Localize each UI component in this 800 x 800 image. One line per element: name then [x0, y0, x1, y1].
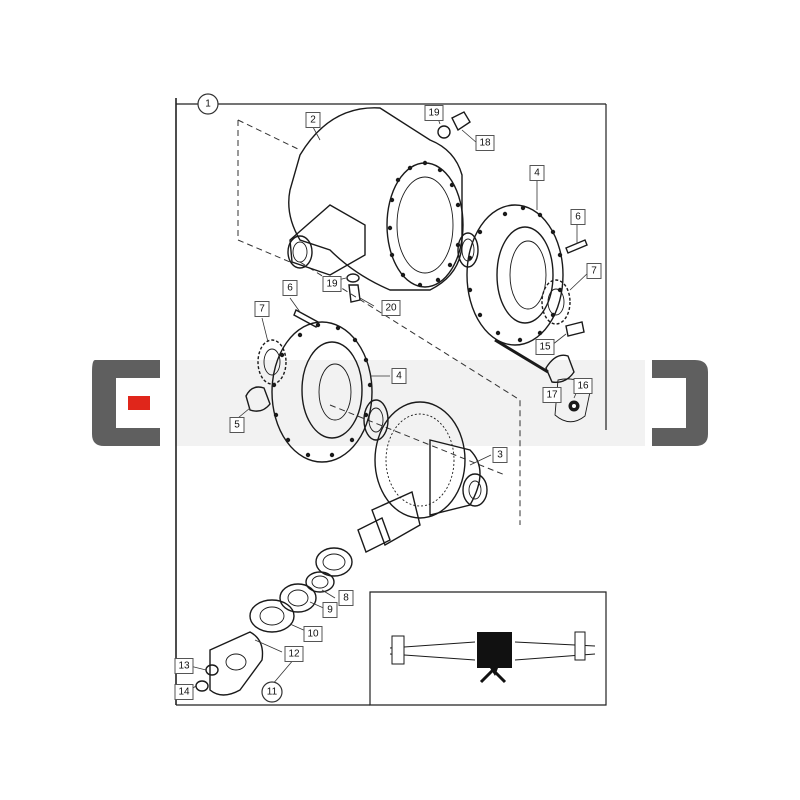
- callout-box: [542, 387, 562, 403]
- callout-box: [284, 646, 304, 662]
- lock-plate-left: [245, 386, 271, 412]
- callout-label: 8: [343, 593, 349, 604]
- callout-label: 2: [310, 115, 316, 126]
- drive-pinion: [357, 491, 421, 553]
- callout-c7b: 7: [254, 301, 270, 317]
- callout-c19b: 19: [322, 276, 342, 292]
- callout-box: [529, 165, 545, 181]
- callout-c4b: 4: [391, 368, 407, 384]
- callout-c3: 3: [492, 447, 508, 463]
- callout-box: [322, 276, 342, 292]
- callout-label: 9: [327, 605, 333, 616]
- axle-housing: [287, 107, 464, 291]
- callout-label: 3: [497, 450, 503, 461]
- callout-c6b: 6: [282, 280, 298, 296]
- callout-box: [254, 301, 270, 317]
- pinion-spacer: [305, 571, 335, 593]
- callout-c8: 8: [338, 590, 354, 606]
- callout-label: 10: [307, 629, 319, 640]
- callout-label: 6: [287, 283, 293, 294]
- callout-box: [475, 135, 495, 151]
- yoke-nut: [195, 664, 219, 692]
- callout-c20: 20: [381, 300, 401, 316]
- callout-c17: 17: [542, 387, 562, 403]
- lock-bolt-assembly: [494, 321, 591, 423]
- callout-c9: 9: [322, 602, 338, 618]
- callout-c4a: 4: [529, 165, 545, 181]
- callout-box: [322, 602, 338, 618]
- crown-wheel-differential: [374, 401, 488, 519]
- circled-callout-1: 1: [197, 93, 219, 115]
- callout-box: [492, 447, 508, 463]
- callout-c6a: 6: [570, 209, 586, 225]
- callout-box: [424, 105, 444, 121]
- callout-label: 19: [428, 108, 440, 119]
- callout-c19a: 19: [424, 105, 444, 121]
- callout-c5: 5: [229, 417, 245, 433]
- callout-box: [570, 209, 586, 225]
- circled-callout-11: 11: [261, 681, 283, 703]
- callout-box: [174, 684, 194, 700]
- drain-plug: [346, 273, 361, 303]
- callout-c14: 14: [174, 684, 194, 700]
- bearing-cap-left: [271, 321, 373, 463]
- callout-label: 7: [591, 266, 597, 277]
- pinion-dust-shield: [249, 599, 295, 633]
- callout-label: 4: [534, 168, 540, 179]
- callout-c13: 13: [174, 658, 194, 674]
- callout-c2: 2: [305, 112, 321, 128]
- dowel-pin-right: [565, 239, 588, 254]
- adjuster-nut-left: [257, 339, 287, 385]
- pinion-seal: [279, 583, 317, 613]
- callout-box: [229, 417, 245, 433]
- callout-label: 13: [178, 661, 190, 672]
- callout-label: 5: [234, 420, 240, 431]
- callout-11-label: 11: [267, 687, 278, 698]
- callout-c18: 18: [475, 135, 495, 151]
- callout-1-label: 1: [205, 99, 211, 110]
- callout-label: 7: [259, 304, 265, 315]
- callout-box: [391, 368, 407, 384]
- callout-label: 4: [396, 371, 402, 382]
- callout-box: [535, 339, 555, 355]
- drawing-frame: [175, 98, 607, 706]
- flange-yoke: [209, 631, 264, 696]
- callout-label: 19: [326, 279, 338, 290]
- pinion-bearing: [315, 547, 353, 577]
- inset-location-view: [369, 591, 607, 706]
- callout-c7a: 7: [586, 263, 602, 279]
- filler-plug: [437, 111, 471, 139]
- callout-c12: 12: [284, 646, 304, 662]
- callout-box: [174, 658, 194, 674]
- callout-box: [338, 590, 354, 606]
- callout-c16: 16: [573, 378, 593, 394]
- callout-label: 20: [385, 303, 397, 314]
- callout-c10: 10: [303, 626, 323, 642]
- bearing-cap-right: [466, 204, 564, 346]
- callout-label: 15: [539, 342, 551, 353]
- adjuster-nut-right: [541, 279, 571, 325]
- callout-label: 12: [288, 649, 300, 660]
- callout-box: [282, 280, 298, 296]
- callout-label: 16: [577, 381, 589, 392]
- dowel-pin-left: [293, 309, 319, 328]
- callout-label: 14: [178, 687, 190, 698]
- callout-c15: 15: [535, 339, 555, 355]
- callout-label: 17: [546, 390, 558, 401]
- callout-label: 6: [575, 212, 581, 223]
- callout-box: [573, 378, 593, 394]
- callout-box: [305, 112, 321, 128]
- callout-box: [381, 300, 401, 316]
- callout-label: 18: [479, 138, 491, 149]
- assembly-guide-dashes: [237, 119, 521, 525]
- callout-box: [586, 263, 602, 279]
- callout-box: [303, 626, 323, 642]
